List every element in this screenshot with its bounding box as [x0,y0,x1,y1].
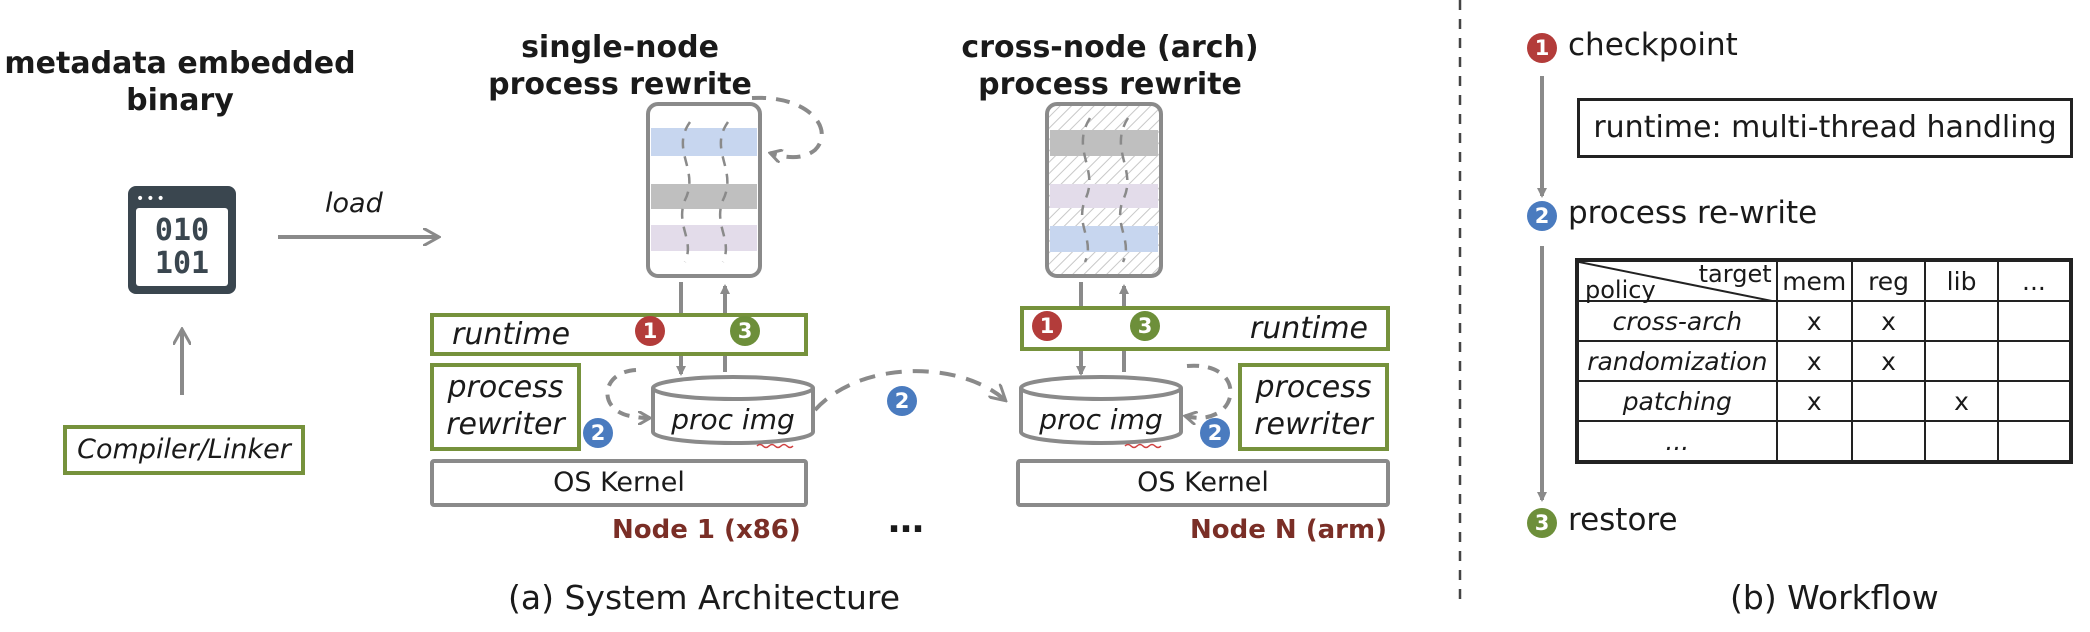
cell [1924,420,1999,463]
node1-rewriter-label: process rewriter [446,370,565,442]
wf-step-restore: restore [1568,502,1678,538]
node1-os-kernel: OS Kernel [430,459,808,507]
wf-runtime-box: runtime: multi-thread handling [1577,98,2073,158]
node1-rewrite-loop [751,95,824,157]
row-name: ... [1576,420,1778,463]
nodeN-proc-img-label: proc img [1039,403,1163,436]
corner-policy: policy [1585,276,1656,304]
cell: x [1924,380,1999,422]
wf-badge-2: 2 [1527,201,1557,231]
wf-step-rewrite: process re-write [1568,195,1818,231]
wf-badge-3: 3 [1527,508,1557,538]
cell [1924,340,1999,382]
nodeN-rewriter-label: process rewriter [1254,370,1373,442]
nodeN-proc-img-cylinder [1019,375,1183,445]
cell: x [1850,340,1927,382]
cell: x [1775,340,1853,382]
wf-step-checkpoint: checkpoint [1568,27,1738,63]
binary-line-2: 101 [154,246,210,281]
load-label: load [325,188,383,219]
caption-workflow: (b) Workflow [1730,578,1939,617]
badge-migrate: 2 [887,386,917,416]
row-name: randomization [1576,340,1778,382]
cell: x [1775,300,1853,342]
binary-title: metadata embedded binary [4,46,356,118]
nodeN-os-kernel: OS Kernel [1016,459,1390,507]
nodeN-rewriter-box: process rewriter [1238,363,1389,451]
badge-rewrite-node1: 2 [583,418,613,448]
cell [1996,300,2073,342]
nodeN-label: Node N (arm) [1190,515,1387,545]
cell: x [1775,380,1853,422]
badge-restore-n: 3 [1130,311,1160,341]
node1-kernel-label: OS Kernel [553,467,685,498]
nodes-ellipsis: … [888,500,924,541]
col-reg: reg [1850,259,1927,302]
node1-runtime-label: runtime [452,317,571,352]
policy-table: target policy mem reg lib ... cross-arch… [1575,258,2073,464]
badge-rewrite-nodeN: 2 [1200,418,1230,448]
col-mem: mem [1775,259,1853,302]
table-row: ... [1576,420,2073,463]
caption-system-architecture: (a) System Architecture [508,578,901,617]
cell [1996,380,2073,422]
col-more: ... [1996,259,2073,302]
table-row: patching x x [1576,380,2073,422]
cell [1850,380,1927,422]
policy-corner-cell: target policy [1576,259,1778,304]
cell [1924,300,1999,342]
nodeN-kernel-label: OS Kernel [1137,467,1269,498]
row-name: patching [1576,380,1778,422]
col-lib: lib [1924,259,1999,302]
table-row: cross-arch x x [1576,300,2073,342]
nodeN-title: cross-node (arch) process rewrite [961,30,1259,102]
cell [1850,420,1927,463]
cell [1996,340,2073,382]
node1-process-image [646,102,762,278]
nodeN-process-image [1045,102,1163,278]
nodeN-runtime-label: runtime [1249,311,1368,346]
binary-line-1: 010 [154,213,210,248]
corner-target: target [1698,260,1772,288]
row-name: cross-arch [1576,300,1778,342]
wf-runtime-label: runtime: multi-thread handling [1593,110,2057,145]
binary-window-icon: ••• 010 101 [128,186,236,294]
cell [1996,420,2073,463]
badge-restore: 3 [730,316,760,346]
cell: x [1850,300,1927,342]
nodeN-rewriter-loop [1185,363,1233,418]
node1-proc-img-cylinder [651,375,815,445]
cell [1775,420,1853,463]
compiler-label: Compiler/Linker [77,434,291,465]
badge-checkpoint-n: 1 [1032,311,1062,341]
node1-label: Node 1 (x86) [612,515,801,545]
badge-checkpoint: 1 [635,316,665,346]
node1-rewriter-box: process rewriter [430,363,581,451]
table-row: randomization x x [1576,340,2073,382]
node1-rewriter-loop [605,368,650,418]
compiler-linker-box: Compiler/Linker [63,425,305,475]
wf-badge-1: 1 [1527,33,1557,63]
nodeN-runtime-box: runtime [1020,306,1390,351]
node1-proc-img-label: proc img [671,403,795,436]
node1-title: single-node process rewrite [488,30,752,102]
